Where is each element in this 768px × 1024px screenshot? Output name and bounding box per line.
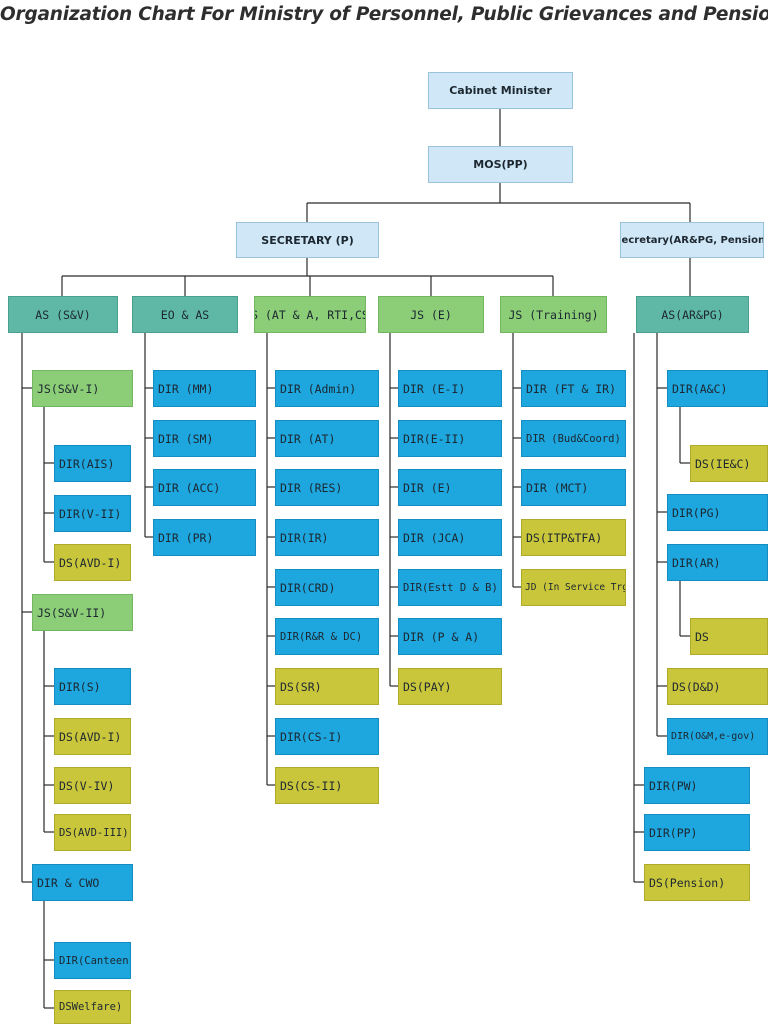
node-ds-pay: DS(PAY) xyxy=(398,668,502,705)
node-dir-pr: DIR (PR) xyxy=(153,519,256,556)
node-ds-cs2: DS(CS-II) xyxy=(275,767,379,804)
node-dir-acc: DIR (ACC) xyxy=(153,469,256,506)
node-dir-s: DIR(S) xyxy=(54,668,131,705)
node-dir-mm: DIR (MM) xyxy=(153,370,256,407)
node-eo-as: EO & AS xyxy=(132,296,238,333)
node-jd-ist: JD (In Service Trg) xyxy=(521,569,626,606)
node-secretary-p: SECRETARY (P) xyxy=(236,222,379,258)
node-mos-pp: MOS(PP) xyxy=(428,146,573,183)
node-dir-crd: DIR(CRD) xyxy=(275,569,379,606)
node-dir-canteen: DIR(Canteen) xyxy=(54,942,131,979)
node-ds-dd: DS(D&D) xyxy=(667,668,768,705)
node-dir-ir: DIR(IR) xyxy=(275,519,379,556)
node-dir-sm: DIR (SM) xyxy=(153,420,256,457)
node-dir-e: DIR (E) xyxy=(398,469,502,506)
node-dir-e1: DIR (E-I) xyxy=(398,370,502,407)
chart-title: Organization Chart For Ministry of Perso… xyxy=(0,4,768,25)
node-dir-ftir: DIR (FT & IR) xyxy=(521,370,626,407)
node-dir-pw: DIR(PW) xyxy=(644,767,750,804)
node-dir-admin: DIR (Admin) xyxy=(275,370,379,407)
node-js-sv2: JS(S&V-II) xyxy=(32,594,133,631)
node-dir-bud: DIR (Bud&Coord) xyxy=(521,420,626,457)
node-dir-v2: DIR(V-II) xyxy=(54,495,131,532)
node-ds-avd1-a: DS(AVD-I) xyxy=(54,544,131,581)
node-dir-cwo: DIR & CWO xyxy=(32,864,133,901)
node-js-sv1: JS(S&V-I) xyxy=(32,370,133,407)
node-dir-pp: DIR(PP) xyxy=(644,814,750,851)
node-dir-jca: DIR (JCA) xyxy=(398,519,502,556)
node-dir-estt: DIR(Estt D & B) xyxy=(398,569,502,606)
node-ds-sr: DS(SR) xyxy=(275,668,379,705)
node-secretary-arpg: Secretary(AR&PG, Pension) xyxy=(620,222,764,258)
node-dir-e2: DIR(E-II) xyxy=(398,420,502,457)
node-dir-res: DIR (RES) xyxy=(275,469,379,506)
node-dir-pg: DIR(PG) xyxy=(667,494,768,531)
node-js-training: JS (Training) xyxy=(500,296,607,333)
node-dir-ar: DIR(AR) xyxy=(667,544,768,581)
node-dir-ais: DIR(AIS) xyxy=(54,445,131,482)
node-dir-at: DIR (AT) xyxy=(275,420,379,457)
node-dir-pa: DIR (P & A) xyxy=(398,618,502,655)
node-ds-iec: DS(IE&C) xyxy=(690,445,768,482)
node-ds: DS xyxy=(690,618,768,655)
node-js-e: JS (E) xyxy=(378,296,484,333)
node-dir-mct: DIR (MCT) xyxy=(521,469,626,506)
node-dir-om: DIR(O&M,e-gov) xyxy=(667,718,768,755)
node-ds-avd1-b: DS(AVD-I) xyxy=(54,718,131,755)
node-ds-pension: DS(Pension) xyxy=(644,864,750,901)
node-js-at: JS (AT & A, RTI,CS) xyxy=(254,296,366,333)
node-dir-rr: DIR(R&R & DC) xyxy=(275,618,379,655)
node-as-arpg: AS(AR&PG) xyxy=(636,296,749,333)
node-ds-welfare: DSWelfare) xyxy=(54,990,131,1024)
node-dir-ac: DIR(A&C) xyxy=(667,370,768,407)
node-ds-v4: DS(V-IV) xyxy=(54,767,131,804)
node-ds-avd3: DS(AVD-III) xyxy=(54,814,131,851)
node-cabinet-minister: Cabinet Minister xyxy=(428,72,573,109)
node-dir-cs1: DIR(CS-I) xyxy=(275,718,379,755)
node-as-sv: AS (S&V) xyxy=(8,296,118,333)
node-ds-itp: DS(ITP&TFA) xyxy=(521,519,626,556)
